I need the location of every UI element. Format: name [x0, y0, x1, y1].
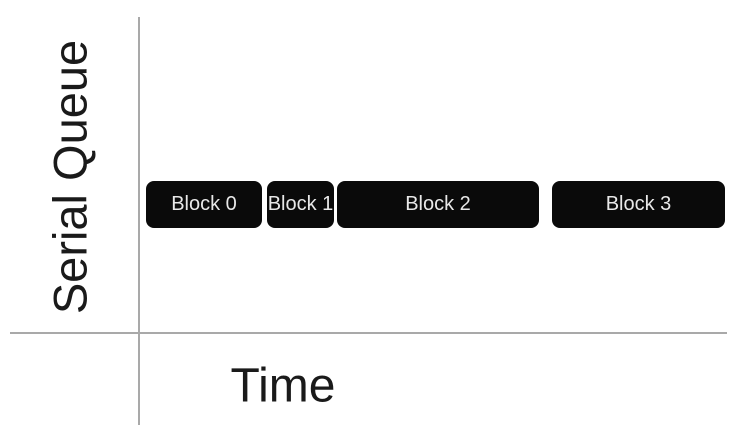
x-axis-label: Time — [230, 359, 336, 413]
queue-block: Block 0 — [146, 181, 262, 228]
queue-block-label: Block 2 — [405, 193, 471, 215]
queue-block: Block 2 — [337, 181, 539, 228]
queue-block: Block 3 — [552, 181, 725, 228]
queue-block-label: Block 1 — [267, 193, 334, 215]
x-axis-line — [10, 332, 727, 334]
queue-block-label: Block 3 — [605, 193, 672, 215]
queue-block-label: Block 0 — [171, 193, 237, 215]
y-axis-line — [138, 17, 140, 425]
queue-block: Block 1 — [267, 181, 334, 228]
